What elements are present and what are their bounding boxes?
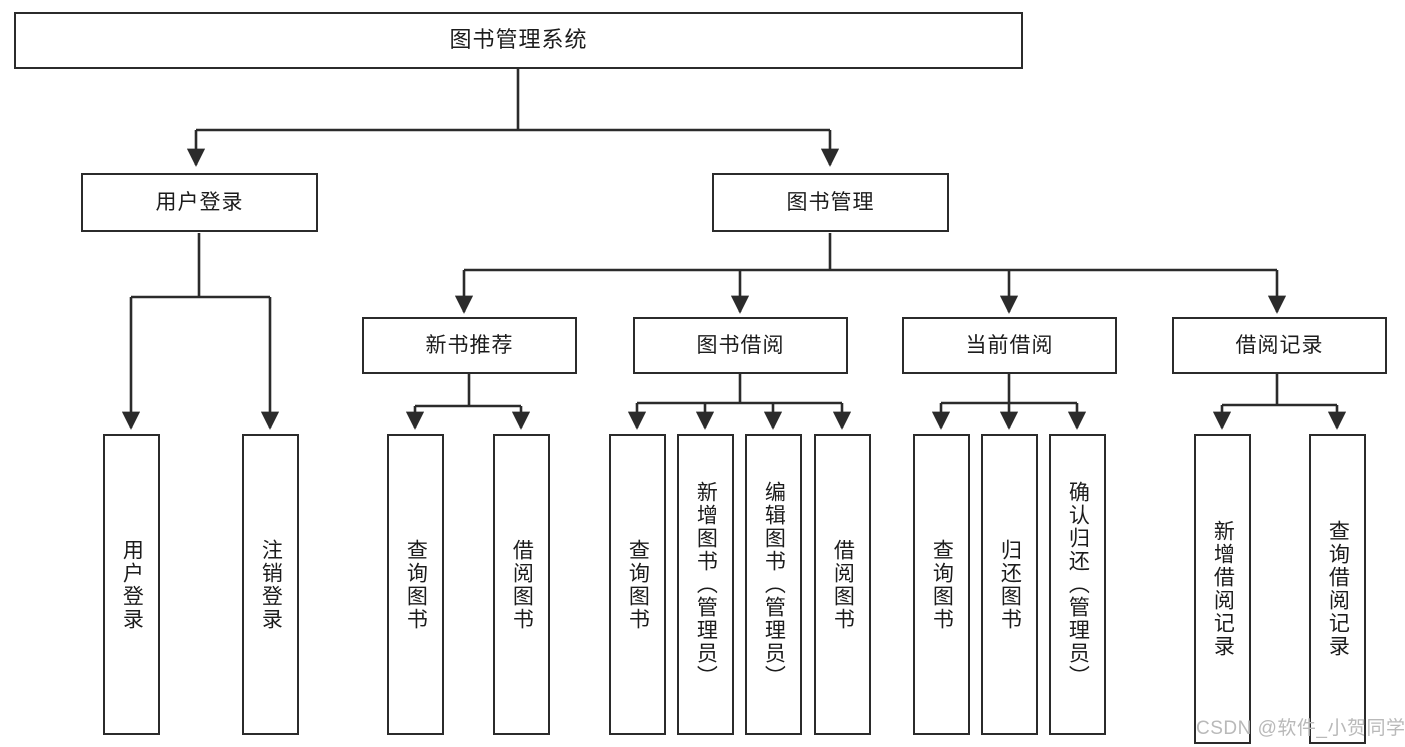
node-label: 用户登录 — [155, 190, 244, 214]
node-leaf-query-book-1[interactable]: 查询图书 — [387, 434, 444, 735]
node-label: 用户登录 — [120, 538, 144, 631]
node-label: 图书管理 — [786, 190, 875, 214]
node-label: 注销登录 — [259, 538, 283, 631]
node-label: 当前借阅 — [965, 333, 1054, 357]
node-root-system[interactable]: 图书管理系统 — [14, 12, 1023, 69]
node-label: 新增借阅记录 — [1211, 520, 1235, 658]
node-leaf-add-book[interactable]: 新增图书（管理员） — [677, 434, 734, 735]
node-leaf-query-record[interactable]: 查询借阅记录 — [1309, 434, 1366, 744]
csdn-watermark: CSDN @软件_小贺同学 — [1196, 718, 1405, 739]
node-leaf-query-book-2[interactable]: 查询图书 — [609, 434, 666, 735]
node-label: 查询借阅记录 — [1326, 520, 1350, 658]
node-label: 借阅记录 — [1235, 333, 1324, 357]
node-label: 归还图书 — [998, 538, 1022, 631]
node-label: 查询图书 — [404, 538, 428, 631]
node-label: 借阅图书 — [831, 538, 855, 631]
node-label: 图书借阅 — [696, 333, 785, 357]
node-label: 借阅图书 — [510, 538, 534, 631]
node-leaf-return-book[interactable]: 归还图书 — [981, 434, 1038, 735]
node-label: 新增图书（管理员） — [694, 481, 718, 688]
node-label: 确认归还（管理员） — [1066, 481, 1090, 688]
node-label: 查询图书 — [626, 538, 650, 631]
node-new-book-recommend[interactable]: 新书推荐 — [362, 317, 577, 374]
node-label: 新书推荐 — [425, 333, 514, 357]
node-leaf-borrow-book-1[interactable]: 借阅图书 — [493, 434, 550, 735]
node-label: 查询图书 — [930, 538, 954, 631]
node-label: 编辑图书（管理员） — [762, 481, 786, 688]
node-leaf-query-book-3[interactable]: 查询图书 — [913, 434, 970, 735]
node-current-borrow[interactable]: 当前借阅 — [902, 317, 1117, 374]
node-leaf-add-record[interactable]: 新增借阅记录 — [1194, 434, 1251, 744]
node-leaf-edit-book[interactable]: 编辑图书（管理员） — [745, 434, 802, 735]
node-leaf-borrow-book-2[interactable]: 借阅图书 — [814, 434, 871, 735]
node-leaf-logout[interactable]: 注销登录 — [242, 434, 299, 735]
node-borrow-record[interactable]: 借阅记录 — [1172, 317, 1387, 374]
node-book-management[interactable]: 图书管理 — [712, 173, 949, 232]
node-book-borrow[interactable]: 图书借阅 — [633, 317, 848, 374]
node-user-login[interactable]: 用户登录 — [81, 173, 318, 232]
node-label: 图书管理系统 — [449, 27, 588, 53]
node-leaf-confirm-return[interactable]: 确认归还（管理员） — [1049, 434, 1106, 735]
node-leaf-user-login[interactable]: 用户登录 — [103, 434, 160, 735]
